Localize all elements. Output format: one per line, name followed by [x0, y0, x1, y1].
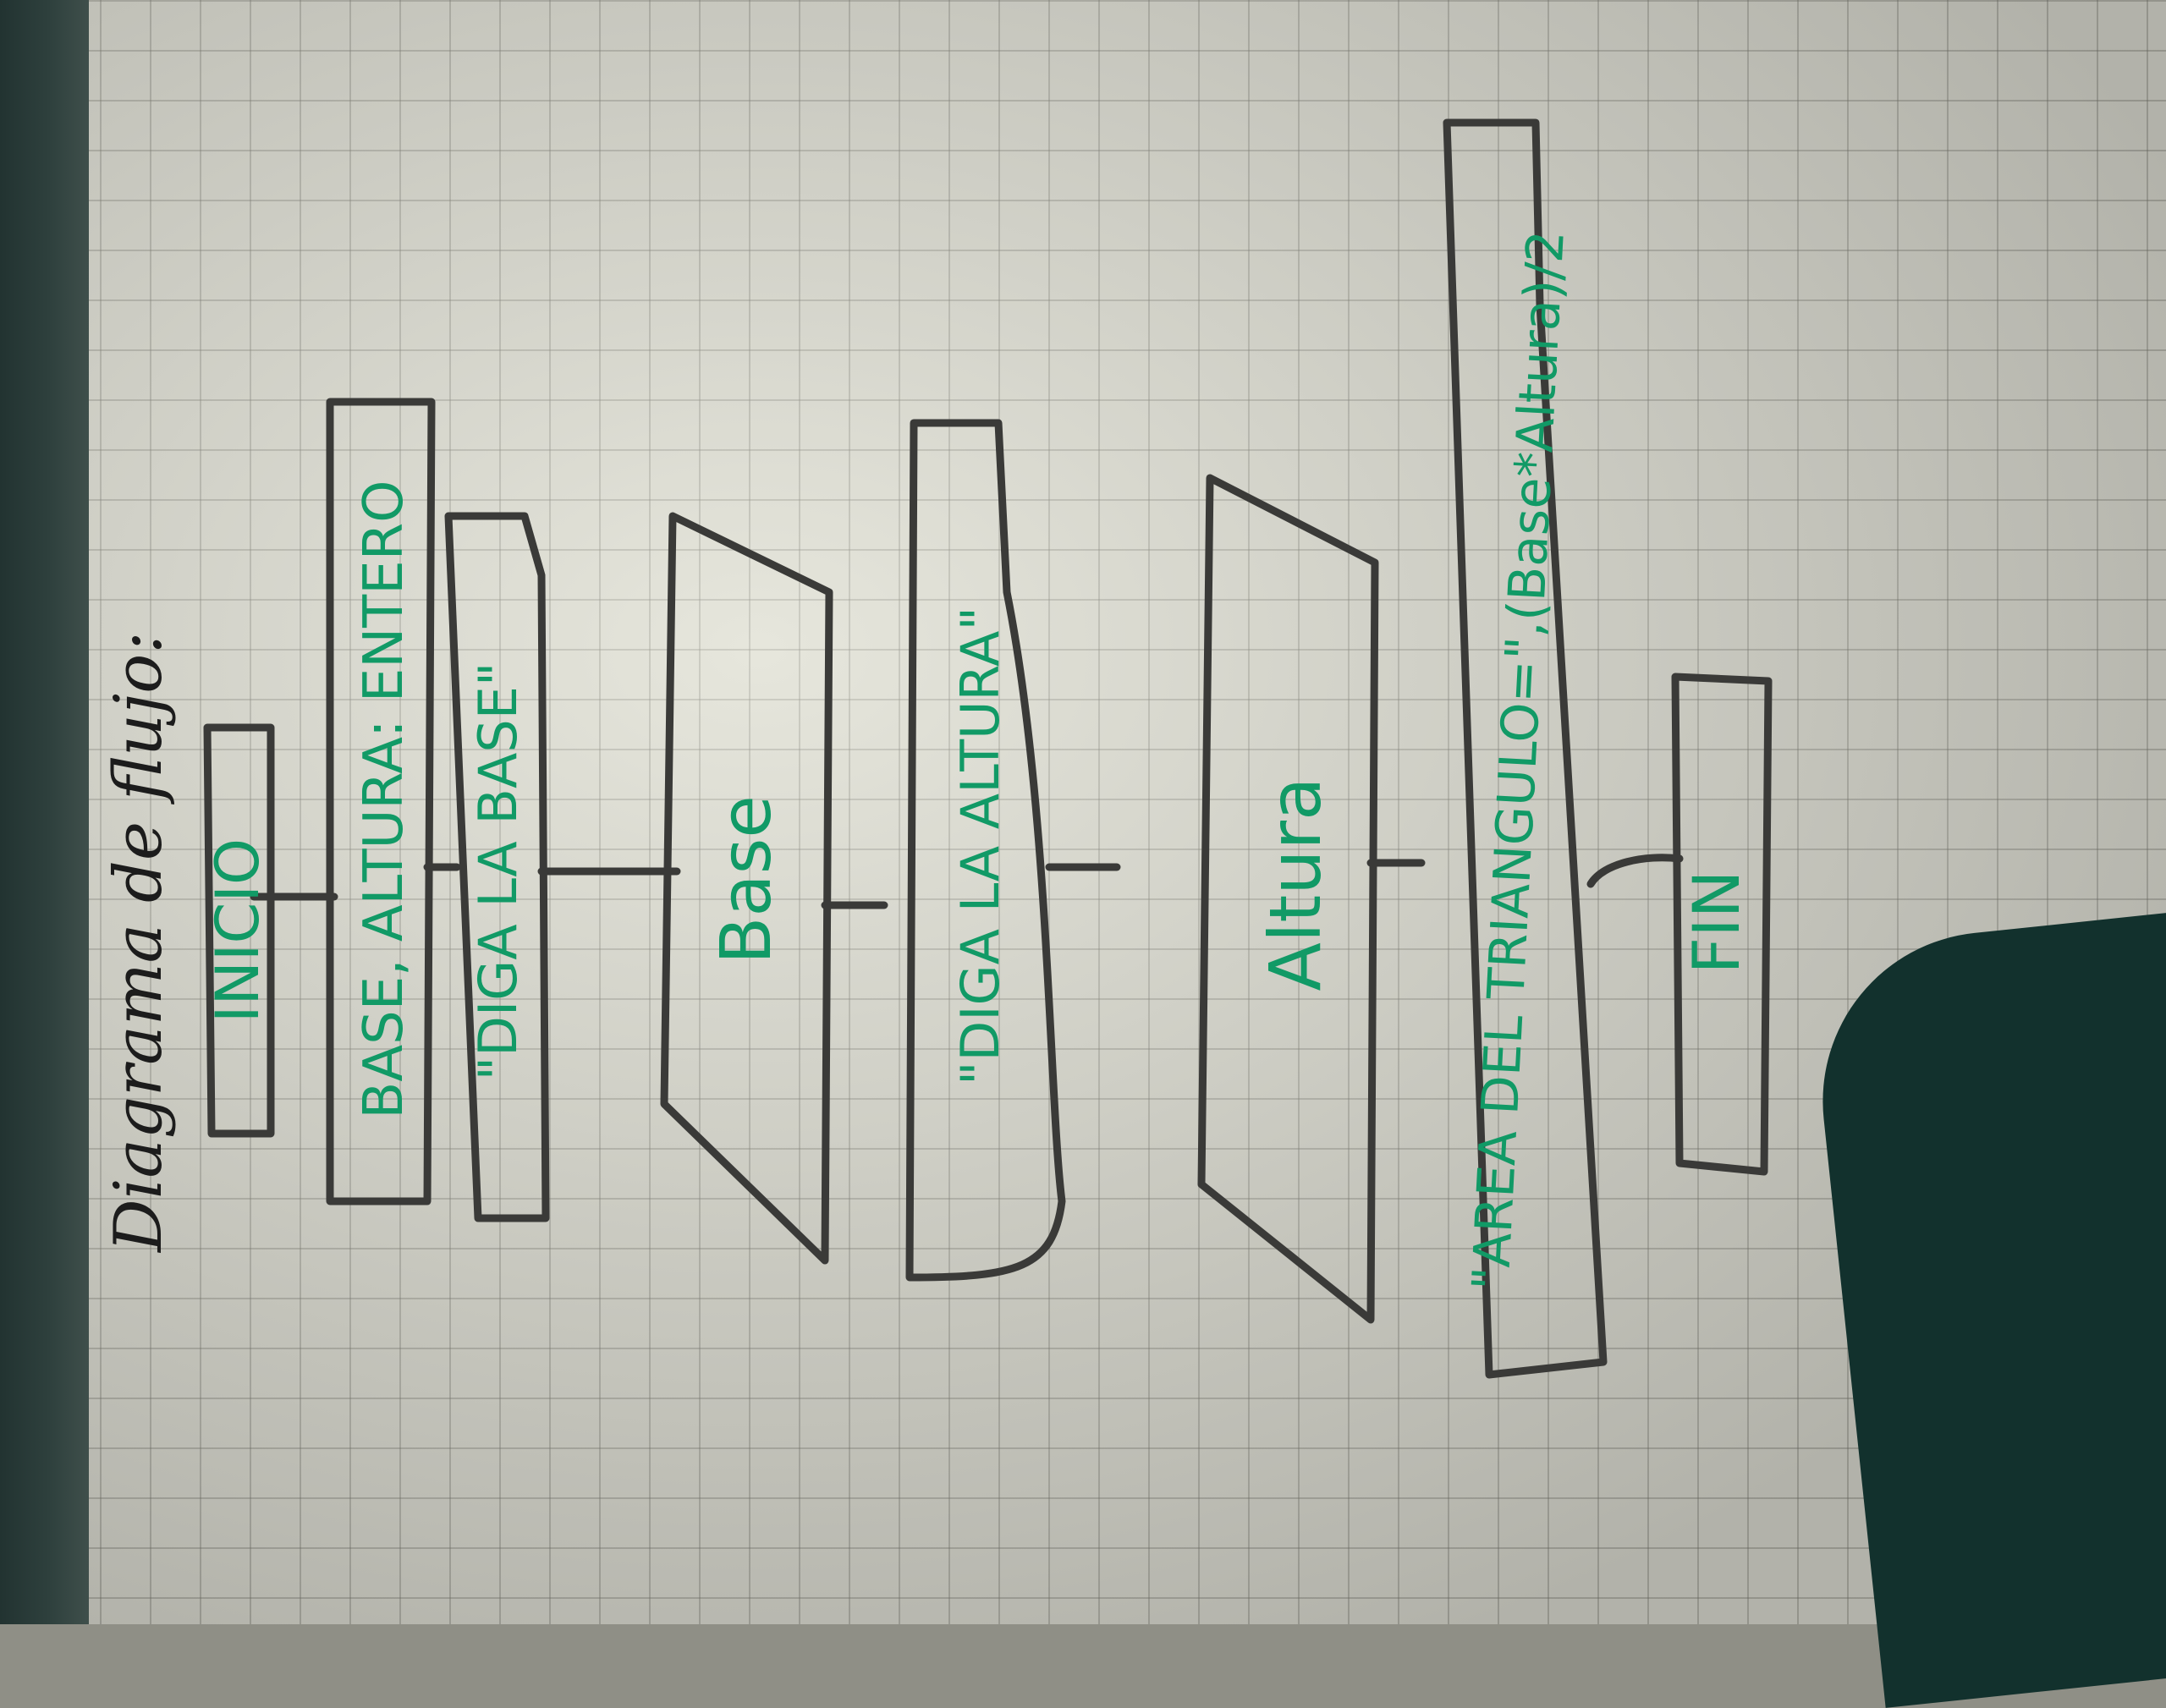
- prompt-altura-label: "DIGA LA ALTURA": [949, 607, 1011, 1085]
- prompt-base-label: "DIGA LA BASE": [467, 662, 529, 1081]
- connector-output-end: [1586, 854, 1684, 888]
- flowchart: Diagrama de flujo: INICIO BASE, ALTURA: …: [101, 118, 1773, 1379]
- start-terminal-shape: [203, 723, 275, 1138]
- end-label: FIN: [1679, 870, 1754, 975]
- declare-process-shape: [326, 398, 436, 1205]
- prompt-base-output-shape: [444, 512, 550, 1222]
- prompt-altura-output-shape: [905, 419, 1066, 1282]
- input-altura-label: Altura: [1254, 777, 1337, 991]
- input-base-shape: [660, 512, 833, 1265]
- diagram-title: Diagrama de flujo:: [101, 631, 177, 1254]
- output-area-shape: [1443, 118, 1608, 1379]
- output-area-label: "AREA DEL TRIANGULO=",(Base*Altura)/2: [1461, 229, 1576, 1293]
- start-label: INICIO: [203, 838, 272, 1023]
- graph-paper-background: [0, 0, 2166, 1624]
- end-terminal-shape: [1671, 673, 1773, 1176]
- paper-lighting: [0, 0, 2166, 1624]
- input-base-label: Base: [706, 795, 787, 964]
- notebook-spine: [0, 0, 89, 1624]
- declare-label: BASE, ALTURA: ENTERO: [353, 480, 415, 1118]
- input-altura-shape: [1197, 474, 1379, 1324]
